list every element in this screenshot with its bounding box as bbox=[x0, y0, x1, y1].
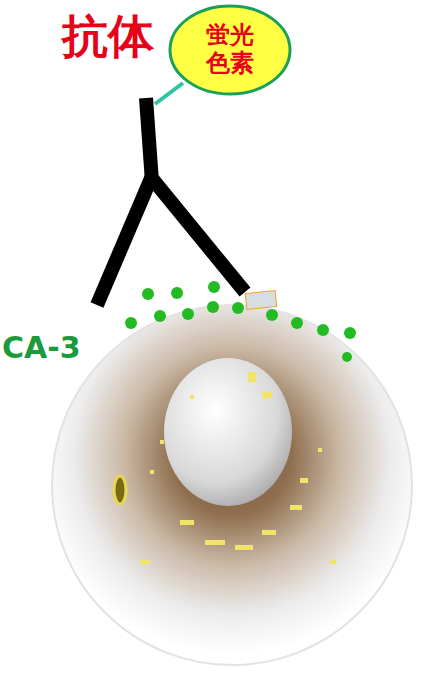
antibody-symbol bbox=[97, 98, 245, 305]
nucleus bbox=[164, 358, 292, 506]
dye-ellipse bbox=[170, 6, 290, 94]
membrane-protein bbox=[245, 290, 277, 309]
dye-link bbox=[155, 83, 183, 104]
organelles bbox=[114, 372, 336, 564]
antigen-label: CA-3 bbox=[2, 330, 81, 365]
dye-circle: 蛍光 色素 bbox=[168, 4, 292, 96]
cell-body bbox=[52, 305, 412, 665]
antibody-label: 抗体 bbox=[62, 6, 154, 68]
dye-text: 蛍光 色素 bbox=[202, 22, 257, 77]
